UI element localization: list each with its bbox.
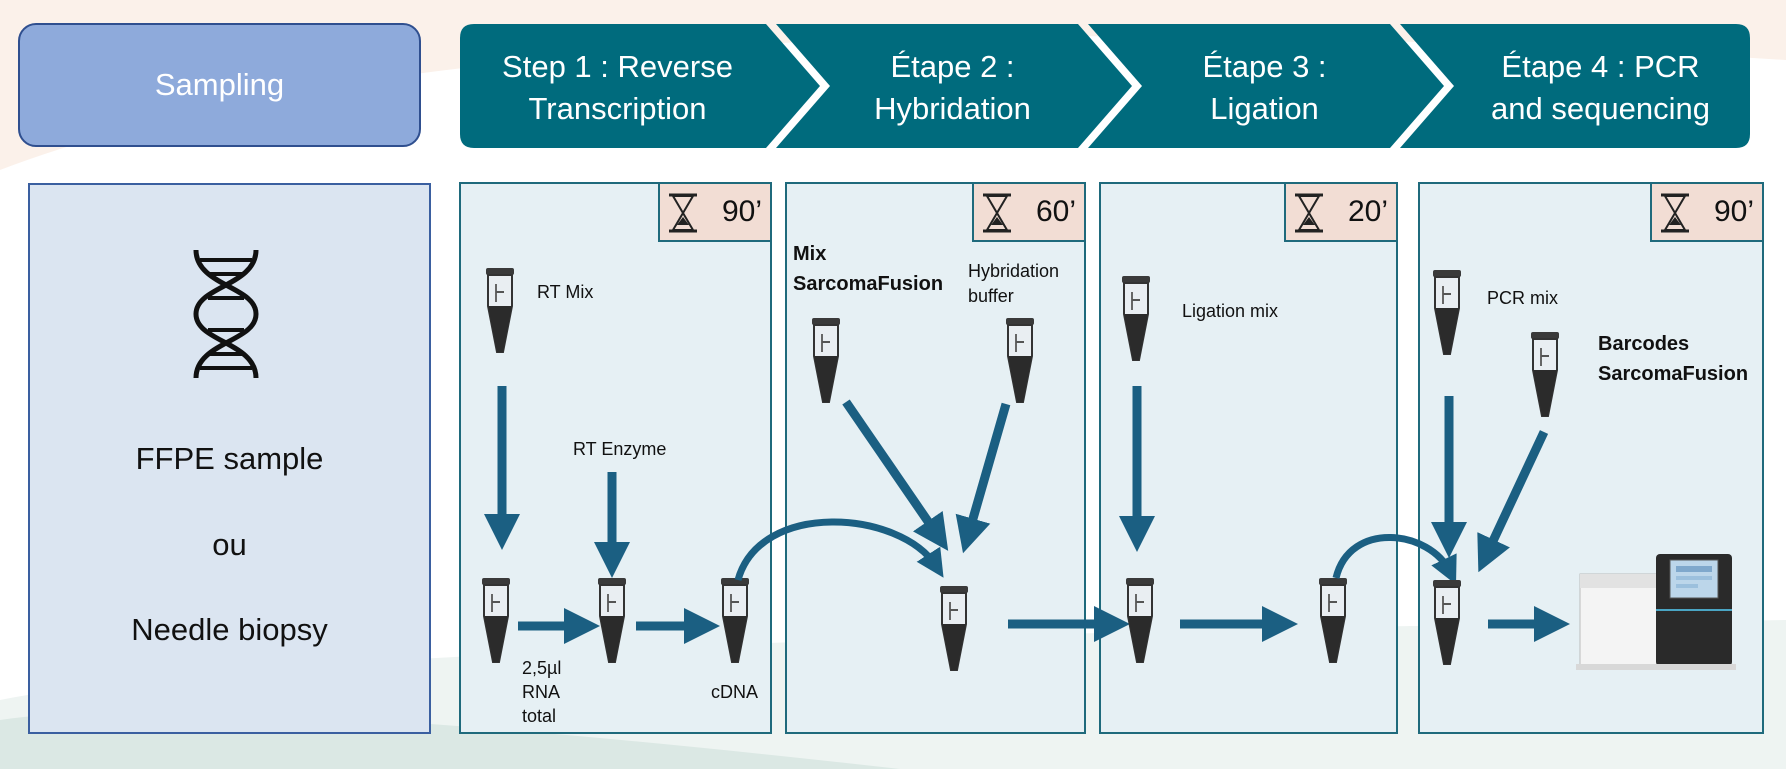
sampling-label: Sampling <box>154 67 285 102</box>
label-rt-mix: RT Mix <box>537 282 594 302</box>
sample-line-biopsy: Needle biopsy <box>131 612 328 647</box>
dna-icon <box>193 249 259 379</box>
label-barcodes-sarcomafusion: SarcomaFusion <box>1598 363 1749 385</box>
label-rna-volume: 2,5µl <box>522 658 562 678</box>
label-ligation-mix: Ligation mix <box>1182 301 1279 321</box>
step-4-title: Étape 4 : PCR and sequencing <box>1491 49 1710 126</box>
label-pcr-mix: PCR mix <box>1487 288 1558 308</box>
label-rna-total: total <box>522 706 557 726</box>
label-rna: RNA <box>522 682 561 702</box>
hourglass-icon <box>1295 193 1323 233</box>
label-cdna: cDNA <box>711 682 759 702</box>
step-2-duration: 60’ <box>1035 195 1076 228</box>
step-4-panel: 90’ <box>1418 182 1764 734</box>
label-buffer: buffer <box>968 286 1014 306</box>
label-barcodes: Barcodes <box>1598 333 1690 355</box>
step-3-title: Étape 3 : Ligation <box>1202 49 1327 126</box>
step-2-title: Étape 2 : Hybridation <box>874 49 1031 126</box>
step-3-panel: 20’ <box>1099 182 1398 734</box>
sample-line-ou: ou <box>212 527 247 562</box>
sampling-header: Sampling <box>18 23 421 147</box>
step-2-timer: 60’ <box>972 184 1084 242</box>
label-mix-sarcomafusion: SarcomaFusion <box>793 273 944 295</box>
step-3-timer: 20’ <box>1284 184 1396 242</box>
hourglass-icon <box>669 193 697 233</box>
label-rt-enzyme: RT Enzyme <box>573 439 667 459</box>
step-4-duration: 90’ <box>1713 195 1754 228</box>
label-hybridation: Hybridation <box>968 261 1060 281</box>
step-3-duration: 20’ <box>1347 195 1388 228</box>
sample-line-ffpe: FFPE sample <box>135 441 324 476</box>
step-1-title: Step 1 : Reverse Transcription <box>502 49 733 126</box>
step-1-duration: 90’ <box>721 195 762 228</box>
hourglass-icon <box>1661 193 1689 233</box>
label-mix: Mix <box>793 243 827 265</box>
hourglass-icon <box>983 193 1011 233</box>
step-4-timer: 90’ <box>1650 184 1762 242</box>
step-1-timer: 90’ <box>658 184 770 242</box>
